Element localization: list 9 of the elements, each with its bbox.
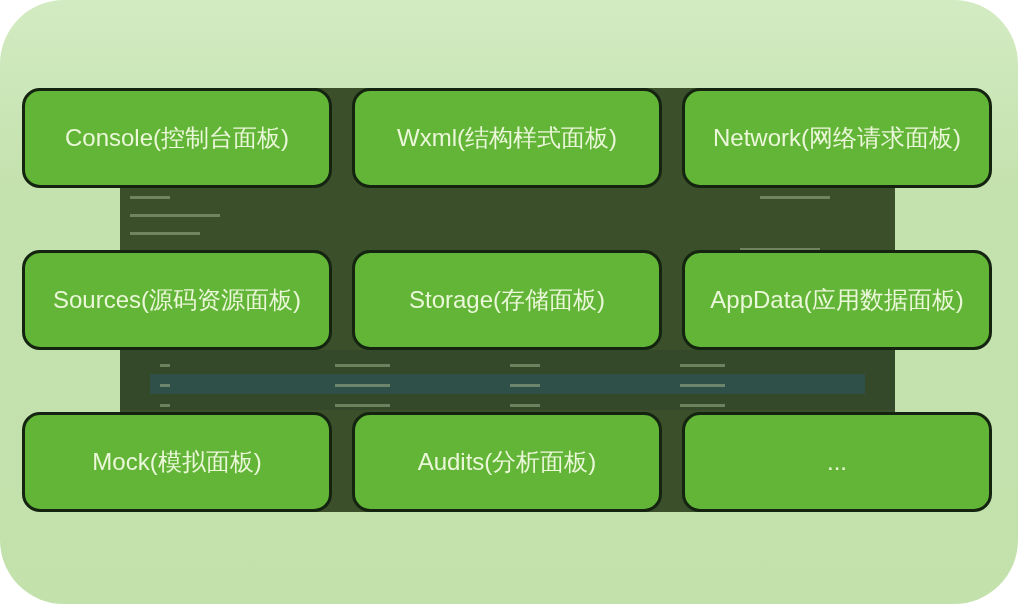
panel-box: Network(网络请求面板): [682, 88, 992, 188]
panel-box: Wxml(结构样式面板): [352, 88, 662, 188]
panel-box: Audits(分析面板): [352, 412, 662, 512]
panel-box: Mock(模拟面板): [22, 412, 332, 512]
panel-box: ...: [682, 412, 992, 512]
panel-box: Storage(存储面板): [352, 250, 662, 350]
panel-box: Sources(源码资源面板): [22, 250, 332, 350]
panel-box: Console(控制台面板): [22, 88, 332, 188]
panel-box: AppData(应用数据面板): [682, 250, 992, 350]
